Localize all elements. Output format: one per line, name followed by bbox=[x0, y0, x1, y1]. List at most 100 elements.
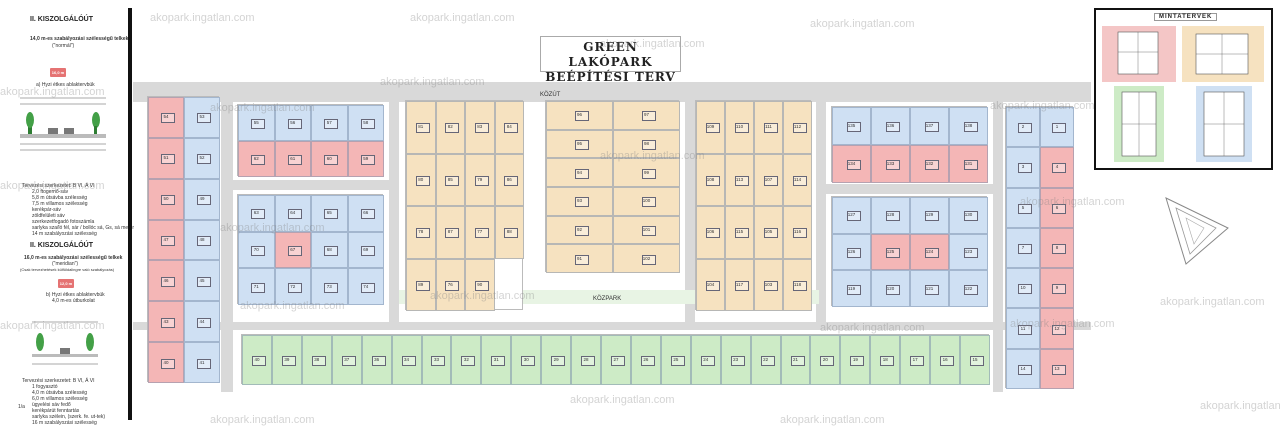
plot-12[interactable]: 12 bbox=[1040, 308, 1074, 349]
plot-136[interactable]: 136 bbox=[871, 107, 910, 145]
plot-100[interactable]: 100 bbox=[613, 187, 680, 216]
plot-10[interactable]: 10 bbox=[1006, 268, 1040, 309]
plot-1[interactable]: 1 bbox=[1040, 107, 1074, 148]
plot-114[interactable]: 114 bbox=[783, 153, 812, 206]
plot-20[interactable]: 20 bbox=[810, 335, 841, 385]
plot-137[interactable]: 137 bbox=[910, 107, 949, 145]
plot-8[interactable]: 8 bbox=[1040, 227, 1074, 269]
plot-41[interactable]: 41 bbox=[184, 342, 220, 383]
plot-78[interactable]: 78 bbox=[406, 206, 436, 259]
plot-91[interactable]: 91 bbox=[546, 244, 613, 273]
plot-87[interactable]: 87 bbox=[435, 206, 465, 259]
plot-6[interactable]: 6 bbox=[1040, 187, 1074, 228]
plot-59[interactable]: 59 bbox=[347, 141, 384, 177]
plot-67[interactable]: 67 bbox=[274, 231, 311, 269]
plot-130[interactable]: 130 bbox=[949, 197, 988, 234]
plot-79[interactable]: 79 bbox=[465, 153, 495, 206]
plot-32[interactable]: 32 bbox=[451, 335, 482, 385]
plot-11[interactable]: 11 bbox=[1006, 308, 1040, 349]
plot-56[interactable]: 56 bbox=[274, 105, 311, 141]
plot-112[interactable]: 112 bbox=[783, 101, 812, 154]
plot-97[interactable]: 97 bbox=[613, 101, 680, 130]
plot-134[interactable]: 134 bbox=[832, 145, 871, 183]
plot-30[interactable]: 30 bbox=[511, 335, 542, 385]
plot-18[interactable]: 18 bbox=[870, 335, 901, 385]
plot-27[interactable]: 27 bbox=[601, 335, 631, 385]
plot-58[interactable]: 58 bbox=[347, 105, 384, 141]
plot-83[interactable]: 83 bbox=[465, 101, 495, 154]
plot-62[interactable]: 62 bbox=[238, 141, 275, 177]
plot-38[interactable]: 38 bbox=[301, 335, 332, 385]
plot-121[interactable]: 121 bbox=[910, 270, 949, 307]
plot-29[interactable]: 29 bbox=[541, 335, 572, 385]
plot-124[interactable]: 124 bbox=[910, 233, 949, 271]
plot-123[interactable]: 123 bbox=[949, 233, 988, 271]
plot-48[interactable]: 48 bbox=[184, 219, 220, 261]
plot-36[interactable]: 36 bbox=[361, 335, 392, 385]
plot-107[interactable]: 107 bbox=[754, 153, 783, 206]
plot-16[interactable]: 16 bbox=[930, 335, 961, 385]
plot-95[interactable]: 95 bbox=[546, 129, 613, 159]
plot-135[interactable]: 135 bbox=[832, 107, 871, 145]
plot-22[interactable]: 22 bbox=[750, 335, 781, 385]
plot-116[interactable]: 116 bbox=[783, 206, 812, 259]
plot-101[interactable]: 101 bbox=[613, 215, 680, 245]
plot-109[interactable]: 109 bbox=[696, 101, 725, 154]
plot-122[interactable]: 122 bbox=[949, 270, 988, 307]
plot-84[interactable]: 84 bbox=[494, 101, 524, 154]
plot-65[interactable]: 65 bbox=[311, 195, 348, 232]
plot-43[interactable]: 43 bbox=[148, 301, 184, 343]
plot-80[interactable]: 80 bbox=[406, 153, 436, 206]
plot-13[interactable]: 13 bbox=[1040, 348, 1074, 389]
plot-63[interactable]: 63 bbox=[238, 195, 275, 232]
plot-70[interactable]: 70 bbox=[238, 231, 275, 269]
plot-132[interactable]: 132 bbox=[910, 145, 949, 183]
plot-61[interactable]: 61 bbox=[274, 141, 311, 177]
plot-39[interactable]: 39 bbox=[271, 335, 302, 385]
plot-55[interactable]: 55 bbox=[238, 105, 275, 141]
plot-40[interactable]: 40 bbox=[148, 342, 184, 383]
plot-14[interactable]: 14 bbox=[1006, 348, 1040, 389]
plot-99[interactable]: 99 bbox=[613, 158, 680, 187]
plot-23[interactable]: 23 bbox=[720, 335, 751, 385]
plot-85[interactable]: 85 bbox=[435, 153, 465, 206]
plot-102[interactable]: 102 bbox=[613, 244, 680, 273]
plot-69[interactable]: 69 bbox=[347, 231, 384, 269]
plot-33[interactable]: 33 bbox=[421, 335, 452, 385]
plot-110[interactable]: 110 bbox=[725, 101, 754, 154]
plot-34[interactable]: 34 bbox=[391, 335, 422, 385]
plot-125[interactable]: 125 bbox=[871, 233, 910, 271]
plot-5[interactable]: 5 bbox=[1006, 187, 1040, 228]
plot-94[interactable]: 94 bbox=[546, 158, 613, 187]
plot-108[interactable]: 108 bbox=[696, 153, 725, 206]
plot-71[interactable]: 71 bbox=[238, 268, 275, 305]
plot-111[interactable]: 111 bbox=[754, 101, 783, 154]
plot-52[interactable]: 52 bbox=[184, 137, 220, 179]
plot-64[interactable]: 64 bbox=[274, 195, 311, 232]
plot-19[interactable]: 19 bbox=[840, 335, 871, 385]
plot-54[interactable]: 54 bbox=[148, 97, 184, 138]
plot-92[interactable]: 92 bbox=[546, 215, 613, 245]
plot-40[interactable]: 40 bbox=[242, 335, 272, 385]
plot-3[interactable]: 3 bbox=[1006, 147, 1040, 188]
plot-49[interactable]: 49 bbox=[184, 178, 220, 220]
plot-82[interactable]: 82 bbox=[435, 101, 465, 154]
plot-113[interactable]: 113 bbox=[725, 153, 754, 206]
plot-28[interactable]: 28 bbox=[571, 335, 602, 385]
plot-77[interactable]: 77 bbox=[465, 206, 495, 259]
plot-50[interactable]: 50 bbox=[148, 178, 184, 220]
plot-4[interactable]: 4 bbox=[1040, 147, 1074, 188]
plot-104[interactable]: 104 bbox=[696, 258, 725, 311]
plot-45[interactable]: 45 bbox=[184, 260, 220, 302]
plot-120[interactable]: 120 bbox=[871, 270, 910, 307]
plot-88[interactable]: 88 bbox=[494, 206, 524, 259]
plot-46[interactable]: 46 bbox=[148, 260, 184, 302]
plot-24[interactable]: 24 bbox=[690, 335, 721, 385]
plot-2[interactable]: 2 bbox=[1006, 107, 1040, 148]
plot-60[interactable]: 60 bbox=[311, 141, 348, 177]
plot-72[interactable]: 72 bbox=[274, 268, 311, 305]
plot-131[interactable]: 131 bbox=[949, 145, 988, 183]
plot-117[interactable]: 117 bbox=[725, 258, 754, 311]
plot-17[interactable]: 17 bbox=[900, 335, 931, 385]
plot-133[interactable]: 133 bbox=[871, 145, 910, 183]
